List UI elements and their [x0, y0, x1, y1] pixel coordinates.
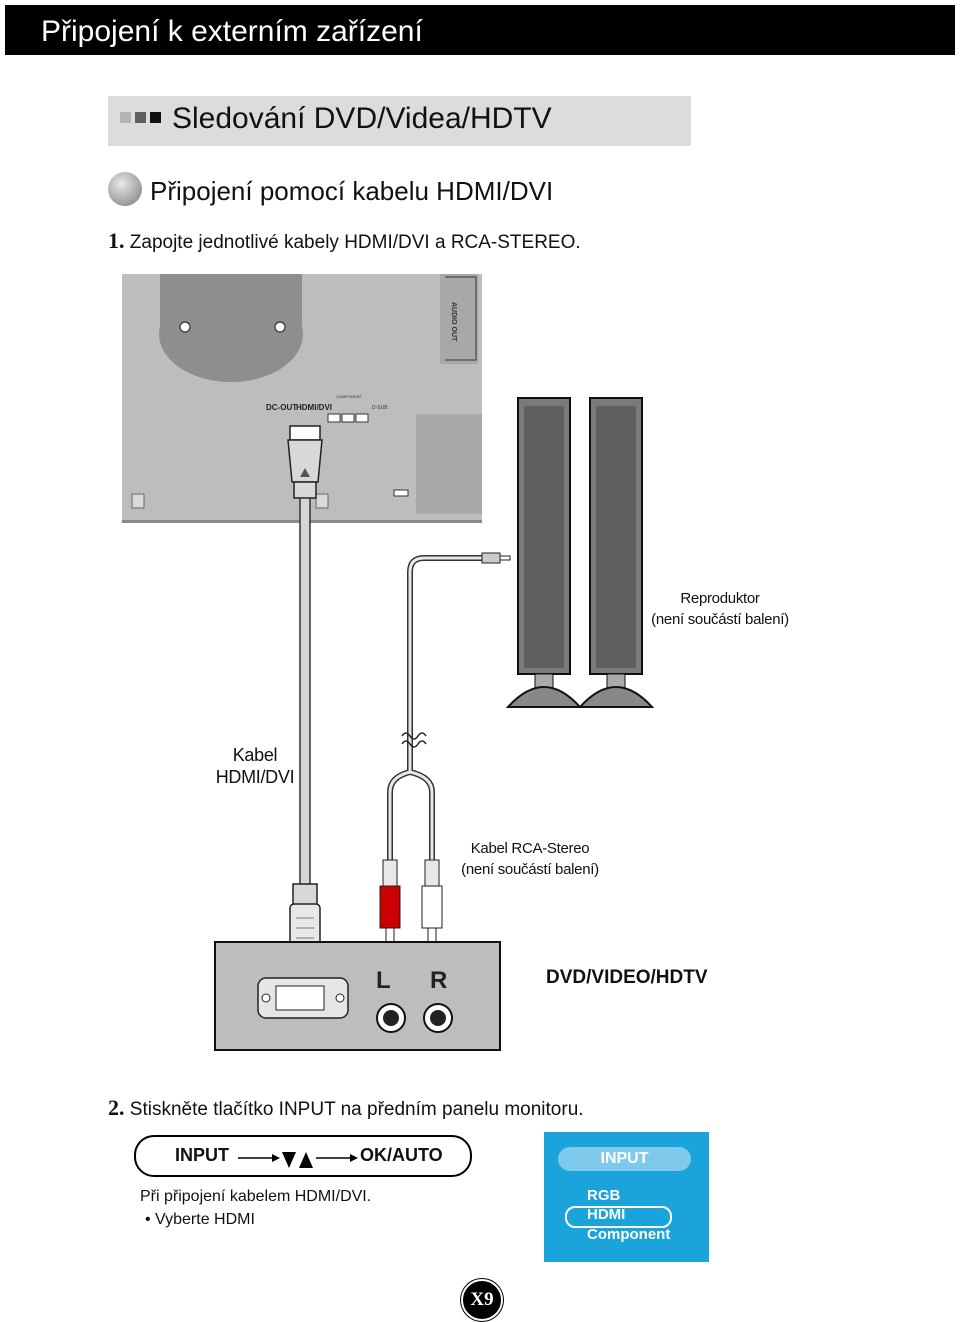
hdmi-plug-top: [287, 425, 323, 499]
speaker-label: Reproduktor (není součástí balení): [620, 588, 820, 630]
rca-cable-label: Kabel RCA-Stereo (není součástí balení): [440, 838, 620, 880]
dvd-device-panel: L R: [214, 941, 501, 1051]
rca-plug-white: [421, 859, 443, 953]
hdmi-cable-label-line1: Kabel: [232, 745, 278, 765]
speaker-left: [505, 397, 583, 708]
arrow-up-icon: [299, 1152, 313, 1168]
dsub-port-label: D-SUB: [372, 405, 388, 411]
section-title: Sledování DVD/Videa/HDTV: [172, 102, 552, 135]
ok-auto-key-label: OK/AUTO: [360, 1145, 443, 1165]
channel-right-label: R: [430, 967, 447, 994]
device-label: DVD/VIDEO/HDTV: [546, 967, 708, 988]
component-port-label: COMPONENT: [336, 394, 363, 399]
hdmi-cable-label-line2: HDMI/DVI: [215, 767, 295, 787]
arrow-right-icon: [238, 1154, 280, 1162]
dc-out-label: DC-OUT: [266, 403, 297, 412]
bullet-square-icon: [135, 112, 146, 123]
input-key-label: INPUT: [175, 1145, 229, 1165]
step-1: 1. Zapojte jednotlivé kabely HDMI/DVI a …: [108, 228, 581, 254]
monitor-back-panel: AUDIO OUT DC-OUT HDMI/DVI COMPONENT D-SU…: [122, 274, 482, 523]
sequence-arrows: [238, 1152, 358, 1168]
step-number: 1.: [108, 228, 125, 253]
sphere-bullet-icon: [108, 172, 142, 206]
speaker-label-line1: Reproduktor: [680, 590, 760, 607]
rca-cable-label-line1: Kabel RCA-Stereo: [470, 840, 590, 857]
bullet-square-icon: [120, 112, 131, 123]
speaker-right: [577, 397, 655, 708]
hdmi-cable-label: Kabel HDMI/DVI: [200, 744, 310, 788]
note-line-2: • Vyberte HDMI: [145, 1211, 255, 1228]
connection-diagram: AUDIO OUT DC-OUT HDMI/DVI COMPONENT D-SU…: [122, 274, 655, 1051]
step-text: Stiskněte tlačítko INPUT na předním pane…: [129, 1099, 584, 1120]
arrow-down-icon: [282, 1152, 296, 1168]
header-bar: Připojení k externím zařízení: [5, 5, 955, 55]
hdmi-port-label: HDMI/DVI: [296, 403, 332, 412]
subsection-title: Připojení pomocí kabelu HDMI/DVI: [150, 176, 554, 206]
step-2: 2. Stiskněte tlačítko INPUT na předním p…: [108, 1095, 584, 1121]
page-number-badge: X9: [461, 1279, 503, 1321]
bullet-square-icon: [150, 112, 161, 123]
speaker-label-line2: (není součástí balení): [651, 611, 789, 628]
rca-cable-label-line2: (není součástí balení): [461, 861, 599, 878]
osd-selection-highlight: [565, 1206, 672, 1228]
audio-out-label: AUDIO OUT: [450, 302, 457, 342]
rca-stereo-cable: [387, 552, 511, 862]
osd-item-rgb[interactable]: RGB: [587, 1187, 621, 1204]
step-text: Zapojte jednotlivé kabely HDMI/DVI a RCA…: [129, 232, 581, 253]
rca-plug-red: [379, 859, 401, 953]
step-number: 2.: [108, 1095, 125, 1120]
hdmi-cable: [299, 497, 311, 889]
arrow-right-icon: [316, 1154, 358, 1162]
osd-item-component[interactable]: Component: [587, 1226, 671, 1243]
osd-menu-title: INPUT: [558, 1147, 691, 1171]
osd-item-hdmi[interactable]: HDMI: [587, 1206, 626, 1223]
section-header: [108, 96, 691, 146]
note-line-1: Při připojení kabelem HDMI/DVI.: [140, 1188, 372, 1205]
page-title: Připojení k externím zařízení: [41, 15, 423, 48]
channel-left-label: L: [376, 967, 391, 994]
input-sequence-pill: [134, 1135, 472, 1177]
